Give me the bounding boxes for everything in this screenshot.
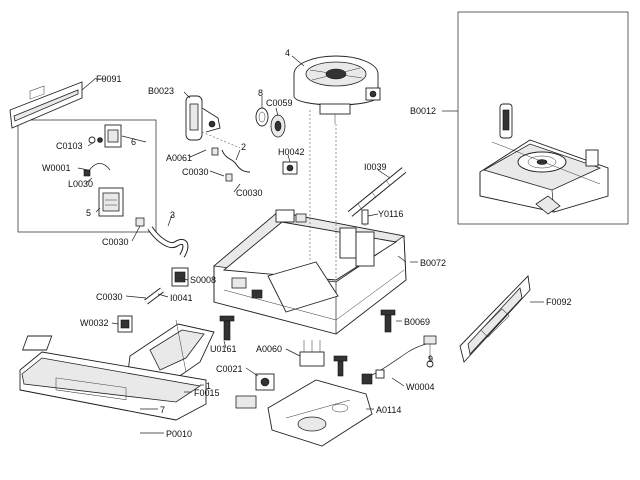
part-4-pump [293,55,381,124]
label-c0030-c: C0030 [102,237,129,247]
label-1: 1 [206,381,211,391]
label-3: 3 [170,210,175,220]
part-c0021 [235,373,275,409]
label-a0114: A0114 [376,405,401,415]
label-5: 5 [86,208,91,218]
label-b0072: B0072 [420,258,446,268]
label-i0039: I0039 [364,162,387,172]
label-h0042: H0042 [278,147,305,157]
part-b0012-assembly [479,103,609,215]
label-4: 4 [285,48,290,58]
label-l0030: L0030 [68,179,93,189]
part-w0032 [117,315,133,333]
label-w0001: W0001 [42,163,71,173]
label-2: 2 [241,142,246,152]
label-c0103: C0103 [56,141,83,151]
part-b0069-screw [380,309,396,333]
label-f0092: F0092 [546,297,572,307]
part-f0091-panel [9,77,97,129]
label-b0069: B0069 [404,317,430,327]
inset-box-left [17,119,157,233]
label-b0012: B0012 [410,106,436,116]
part-2-hose [211,147,263,186]
label-f0015: F0015 [194,388,220,398]
label-a0061: A0061 [166,153,192,163]
label-7: 7 [160,405,165,415]
part-a0114-cover [267,379,373,447]
label-c0059: C0059 [266,98,293,108]
part-inset-left [83,124,124,217]
part-s0008 [171,267,189,287]
label-i0041: I0041 [170,293,193,303]
part-1-bracket [21,319,215,385]
label-w0032: W0032 [80,318,109,328]
label-6: 6 [131,137,136,147]
part-i0039-pipe [347,167,407,217]
part-ring-and-gear [255,107,286,138]
label-c0030-d: C0030 [96,292,123,302]
label-9: 9 [428,354,433,364]
part-7-panel [19,351,207,421]
part-b0023 [185,95,241,149]
label-w0004: W0004 [406,382,435,392]
label-c0030-b: C0030 [236,188,263,198]
part-b0072-base [213,110,407,335]
leader-lines [77,55,544,434]
part-3-hose [135,217,189,258]
label-c0030-a: C0030 [182,167,209,177]
part-a0060 [299,340,325,367]
label-f0091: F0091 [96,74,122,84]
part-i0041 [144,287,164,305]
part-w0004-harness [361,335,437,385]
label-8: 8 [258,88,263,98]
part-u0161-screw [219,315,235,341]
label-s0008: S0008 [190,275,216,285]
label-u0161: U0161 [210,344,237,354]
label-b0023: B0023 [148,86,174,96]
inset-box-right [457,11,629,225]
part-h0042 [282,161,298,175]
label-a0060: A0060 [256,344,282,354]
label-p0010: P0010 [166,429,192,439]
part-f0092-panel [459,275,531,363]
label-y0116: Y0116 [378,209,403,219]
label-c0021: C0021 [216,364,243,374]
part-screw-center [333,355,348,377]
